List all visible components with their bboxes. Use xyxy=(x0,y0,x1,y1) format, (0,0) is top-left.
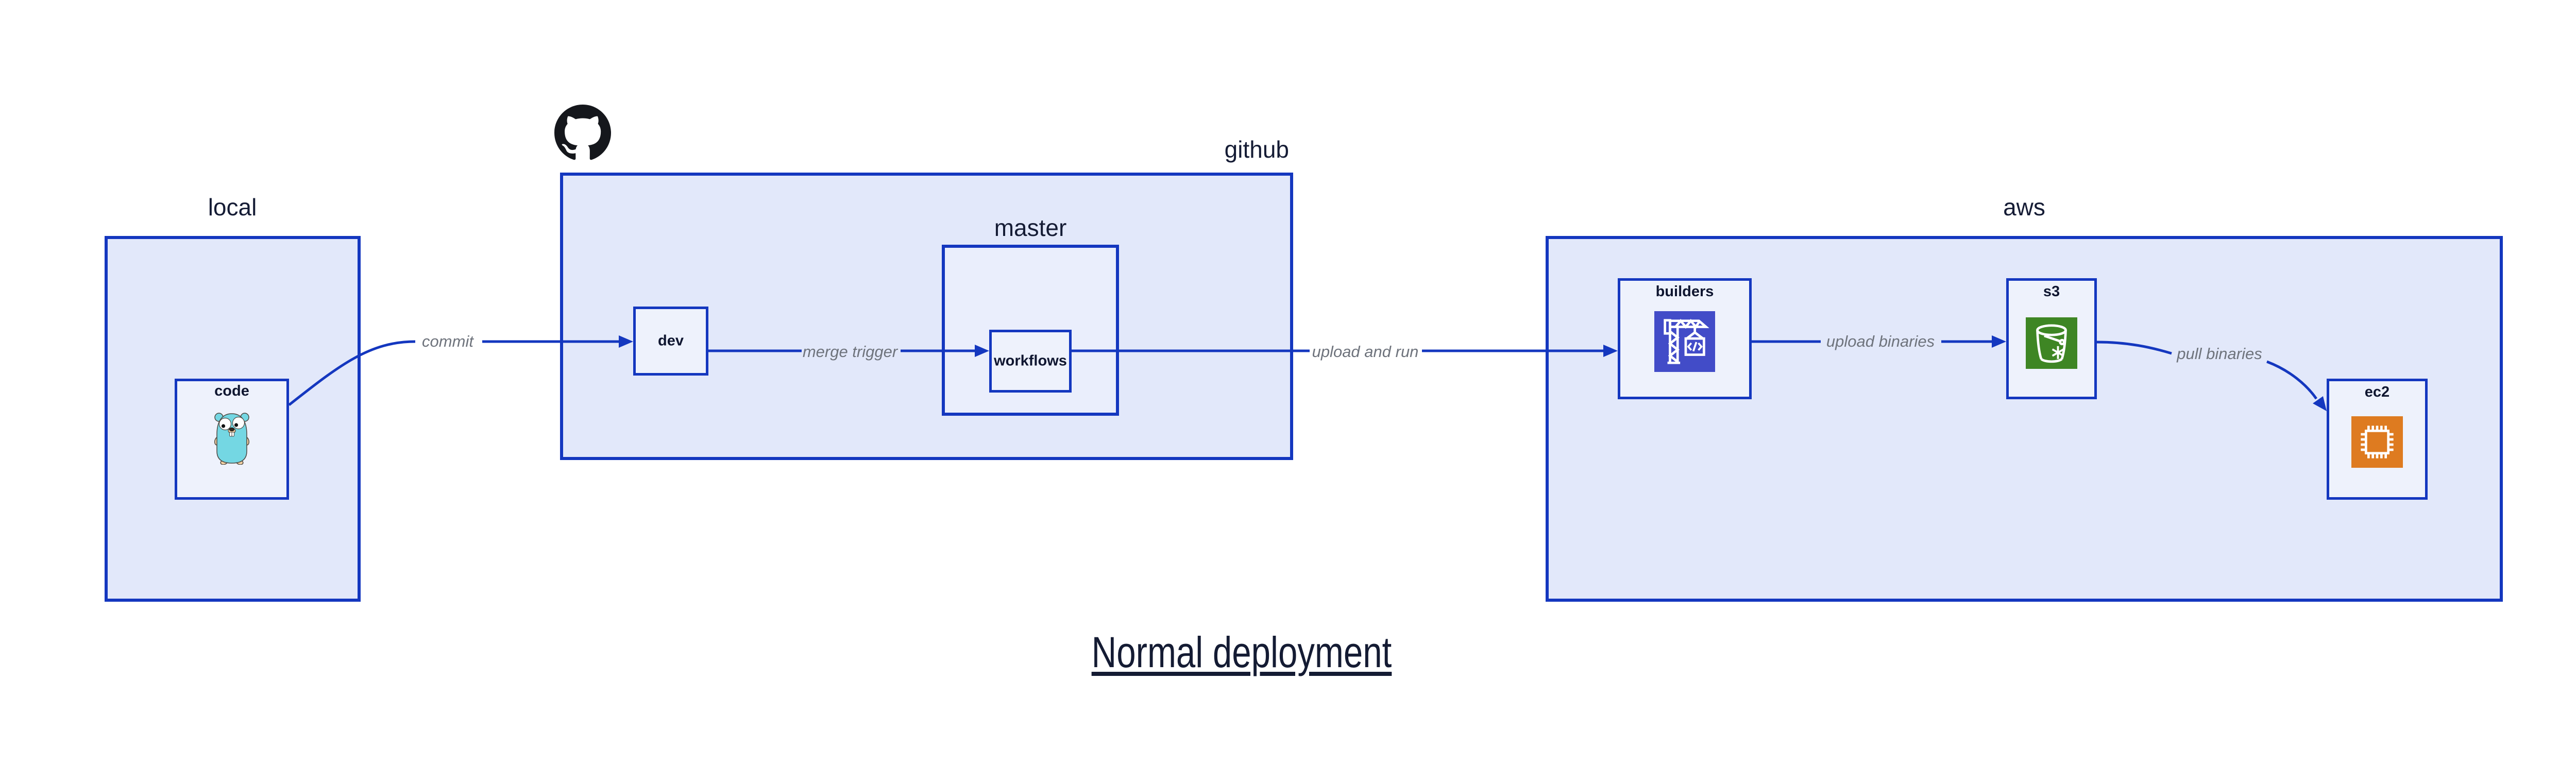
container-label-local: local xyxy=(208,194,257,220)
node-label-dev: dev xyxy=(658,332,684,349)
go-gopher-icon xyxy=(212,411,251,465)
node-builders xyxy=(1618,278,1752,399)
edge-label-merge-trigger: merge trigger xyxy=(802,343,898,361)
container-label-github: github xyxy=(1224,136,1289,163)
node-label-workflows: workflows xyxy=(994,352,1067,369)
node-label-s3: s3 xyxy=(2043,283,2060,300)
node-dev xyxy=(633,307,708,376)
s3-bucket-icon xyxy=(2026,317,2077,369)
node-label-ec2: ec2 xyxy=(2364,384,2390,400)
edge-label-upload-binaries: upload binaries xyxy=(1826,332,1935,350)
edge-label-upload-and-run: upload and run xyxy=(1312,343,1419,361)
edge-label-commit: commit xyxy=(422,332,473,350)
node-workflows xyxy=(989,330,1072,393)
codebuild-crane-icon xyxy=(1654,311,1715,372)
edge-label-pull-binaries: pull binaries xyxy=(2177,345,2262,363)
diagram-title-text: Normal deployment xyxy=(1091,628,1392,676)
ec2-chip-icon xyxy=(2351,416,2403,468)
node-label-code: code xyxy=(214,383,249,399)
container-label-master: master xyxy=(994,214,1067,241)
node-label-builders: builders xyxy=(1655,283,1714,300)
diagram-title: Normal deployment xyxy=(1054,629,1429,676)
container-label-aws: aws xyxy=(2003,194,2045,220)
github-octocat-icon xyxy=(554,105,611,161)
